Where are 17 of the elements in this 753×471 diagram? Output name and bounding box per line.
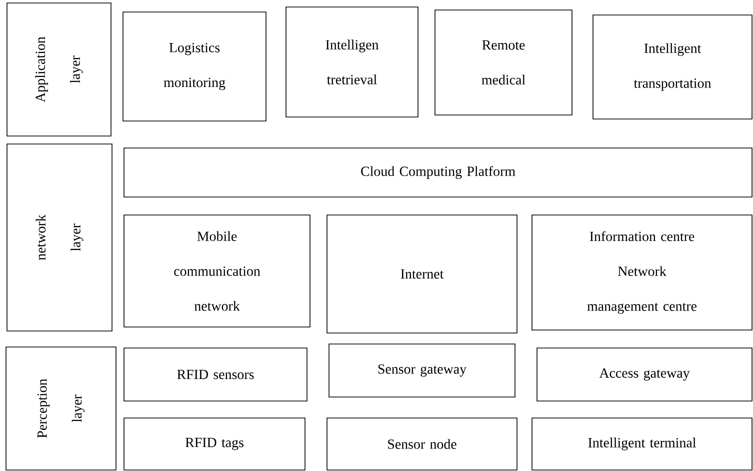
module-box: Intelligent transportation bbox=[592, 14, 752, 120]
module-box: Cloud Computing Platform bbox=[124, 148, 752, 198]
module-box: Information centre Network management centre bbox=[532, 214, 752, 330]
layer-box: network layer bbox=[6, 144, 112, 332]
module-box: RFID tags bbox=[124, 418, 306, 470]
module-box: RFID sensors bbox=[124, 348, 308, 402]
module-box: Logistics monitoring bbox=[122, 12, 266, 122]
module-box: Sensor node bbox=[326, 418, 518, 470]
module-box: Intelligent terminal bbox=[532, 418, 752, 470]
layer-box: Perception layer bbox=[6, 346, 116, 470]
module-box: Remote medical bbox=[434, 10, 572, 116]
module-box: Access gateway bbox=[536, 348, 752, 402]
layer-box: Application layer bbox=[6, 2, 112, 136]
module-box: Internet bbox=[326, 214, 518, 334]
module-box: Mobile communication network bbox=[124, 214, 310, 328]
module-box: Sensor gateway bbox=[328, 344, 516, 398]
module-box: Intelligen tretrieval bbox=[286, 6, 418, 118]
